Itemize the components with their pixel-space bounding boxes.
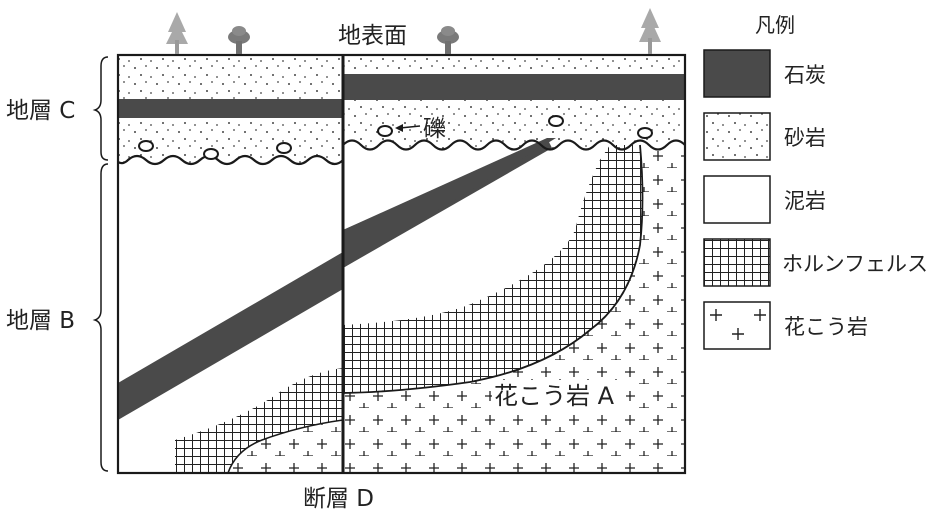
surface-label: 地表面 — [338, 23, 407, 49]
legend-swatch-granite — [703, 301, 771, 350]
left-coal-c — [118, 99, 343, 118]
right-sandstone-upper — [343, 55, 685, 74]
right-unconformity — [343, 139, 685, 151]
legend: 凡例 石炭 砂岩 泥岩 ホルンフェルス 花こう岩 — [703, 13, 928, 350]
gravel-label: 礫 — [423, 116, 446, 142]
fault-label: 断層 D — [303, 486, 374, 512]
granite-a-label: 花こう岩 A — [494, 382, 615, 410]
right-hornfels — [343, 145, 643, 393]
legend-swatch-mudstone — [703, 175, 771, 224]
legend-label-coal: 石炭 — [784, 63, 826, 87]
stratum-b-bracket — [92, 163, 109, 472]
conifer-tree-icon — [639, 8, 661, 54]
legend-swatch-sandstone — [703, 112, 771, 161]
gravel — [276, 142, 292, 154]
gravel — [203, 148, 219, 160]
legend-swatch-hornfels — [703, 238, 771, 287]
left-block — [118, 55, 343, 473]
left-sandstone-lower — [118, 118, 343, 164]
legend-label-sandstone: 砂岩 — [784, 126, 826, 150]
cross-section-frame — [116, 53, 687, 475]
legend-label-granite: 花こう岩 — [784, 315, 868, 339]
left-coal-b — [118, 252, 343, 420]
broadleaf-tree-icon — [228, 26, 250, 54]
conifer-tree-icon — [166, 12, 188, 54]
right-coal-c — [343, 74, 685, 100]
left-unconformity — [118, 154, 343, 166]
legend-title: 凡例 — [755, 13, 795, 37]
left-sandstone-upper — [118, 55, 343, 99]
gravel-arrow — [395, 124, 421, 132]
right-block — [343, 55, 685, 473]
stratum-c-label: 地層 C — [6, 98, 75, 124]
granite-contact-line — [343, 144, 644, 394]
legend-label-mudstone: 泥岩 — [784, 189, 826, 213]
legend-swatch-coal — [703, 49, 771, 98]
gravel — [637, 127, 653, 139]
broadleaf-tree-icon — [437, 26, 459, 54]
stratum-b-label: 地層 B — [6, 308, 75, 334]
legend-label-hornfels: ホルンフェルス — [782, 252, 928, 276]
stratum-c-bracket — [92, 56, 109, 161]
gravel — [377, 125, 393, 137]
granite-a-label-bg — [492, 380, 626, 410]
gravel — [138, 140, 154, 152]
right-sandstone-lower — [343, 100, 685, 150]
gravel — [548, 115, 564, 127]
